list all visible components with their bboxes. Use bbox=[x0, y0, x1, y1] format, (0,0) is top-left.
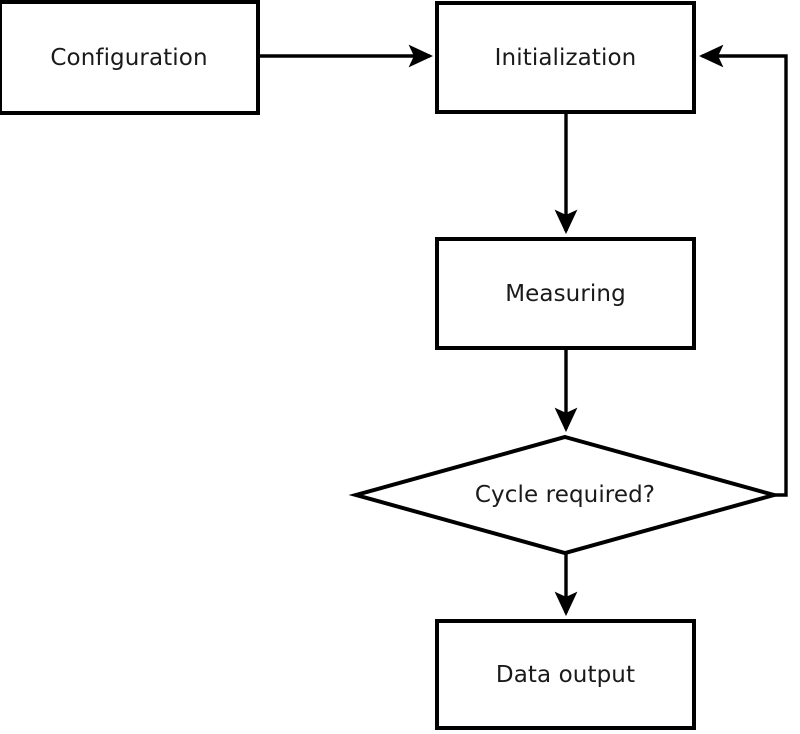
node-configuration-shape[interactable] bbox=[0, 0, 260, 115]
node-measuring-shape[interactable] bbox=[435, 237, 696, 350]
node-initialization-shape[interactable] bbox=[435, 1, 696, 114]
node-cycle-required-shape[interactable] bbox=[348, 434, 782, 556]
edge-cycle-required-to-initialization-loop bbox=[698, 44, 788, 497]
node-data-output-shape[interactable] bbox=[435, 619, 696, 730]
